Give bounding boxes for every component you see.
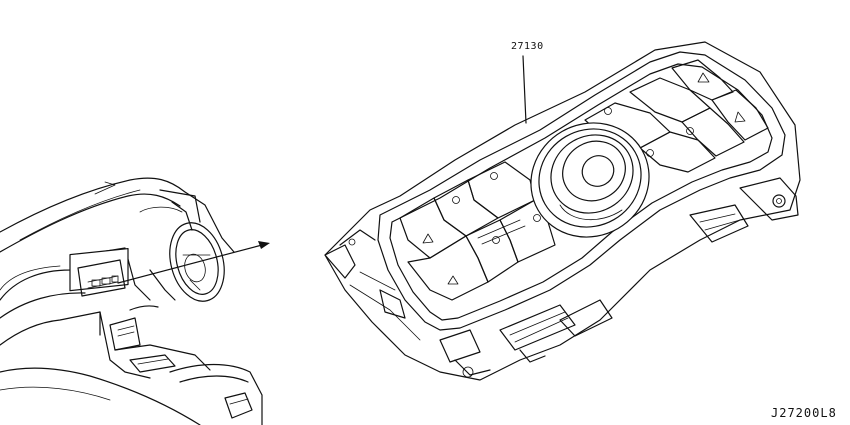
diagram-code-label: J27200L8 — [771, 406, 837, 420]
rotary-knob — [530, 122, 650, 238]
ac-control-unit — [324, 41, 801, 381]
dashboard-illustration — [0, 177, 270, 425]
button-down-right — [711, 89, 769, 141]
part-number-label: 27130 — [511, 41, 544, 52]
console-unit — [69, 247, 129, 292]
leader-arrow — [117, 244, 263, 284]
part-leader-line — [522, 55, 527, 124]
arrow-head — [258, 241, 270, 249]
